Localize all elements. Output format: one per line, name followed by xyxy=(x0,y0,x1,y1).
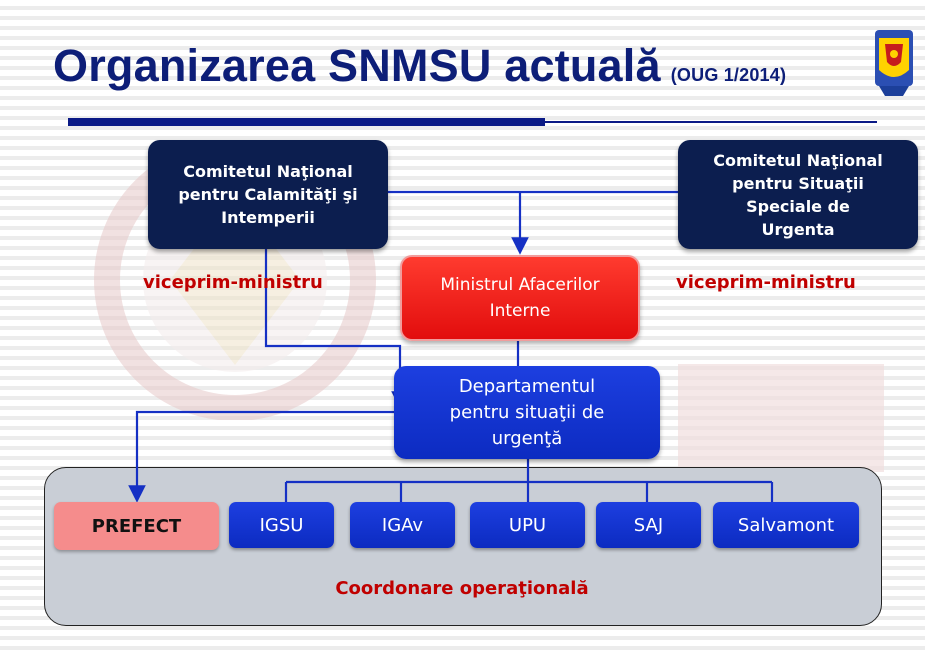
saj-box: SAJ xyxy=(596,502,701,548)
watermark-image xyxy=(678,364,884,472)
salvamont-label: Salvamont xyxy=(737,514,835,536)
title-underline-thin xyxy=(545,121,877,123)
vpm-left-label: viceprim-ministru xyxy=(143,272,323,293)
upu-box: UPU xyxy=(470,502,585,548)
arrow-dsu-prefect xyxy=(128,410,394,503)
title-sub: (OUG 1/2014) xyxy=(670,65,787,85)
igav-box: IGAv xyxy=(350,502,455,548)
title-underline-thick xyxy=(68,118,545,126)
upu-label: UPU xyxy=(508,514,547,536)
mai-label: Ministrul Afacerilor Interne xyxy=(440,275,600,321)
igsu-label: IGSU xyxy=(259,514,304,536)
vpm-right-label: viceprim-ministru xyxy=(676,272,856,293)
page-title: Organizarea SNMSU actuală (OUG 1/2014) xyxy=(53,40,786,92)
cncsi-label: Comitetul Naţional pentru Calamităţi şi … xyxy=(178,162,358,227)
igav-label: IGAv xyxy=(381,514,424,536)
prefect-label: PREFECT xyxy=(91,515,182,537)
dsu-box: Departamentul pentru situaţii de urgenţă xyxy=(394,366,660,459)
coordination-label: Coordonare operaţională xyxy=(335,578,589,599)
title-main: Organizarea SNMSU actuală xyxy=(53,40,661,91)
salvamont-box: Salvamont xyxy=(713,502,859,548)
cnssu-label: Comitetul Naţional pentru Situaţii Speci… xyxy=(713,150,883,239)
mai-box: Ministrul Afacerilor Interne xyxy=(400,255,640,341)
crest-icon xyxy=(875,30,913,96)
prefect-box: PREFECT xyxy=(54,502,219,550)
igsu-box: IGSU xyxy=(229,502,334,548)
dsu-label: Departamentul pentru situaţii de urgenţă xyxy=(449,375,605,449)
saj-label: SAJ xyxy=(633,514,664,536)
cncsi-box: Comitetul Naţional pentru Calamităţi şi … xyxy=(148,140,388,249)
cnssu-box: Comitetul Naţional pentru Situaţii Speci… xyxy=(678,140,918,249)
